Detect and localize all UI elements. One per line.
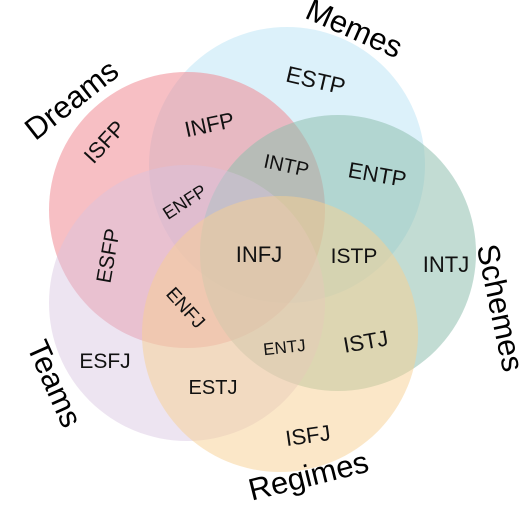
circle-regimes <box>142 196 418 472</box>
region-label-infj: INFJ <box>236 242 282 267</box>
region-label-esfj: ESFJ <box>79 350 130 373</box>
region-label-intj: INTJ <box>423 252 469 277</box>
set-label-schemes: Schemes <box>470 241 521 375</box>
region-label-entj: ENTJ <box>262 336 306 359</box>
region-label-estj: ESTJ <box>189 377 238 399</box>
region-label-istp: ISTP <box>331 245 378 268</box>
region-label-isfj: ISFJ <box>284 420 332 451</box>
set-circles <box>49 27 476 472</box>
